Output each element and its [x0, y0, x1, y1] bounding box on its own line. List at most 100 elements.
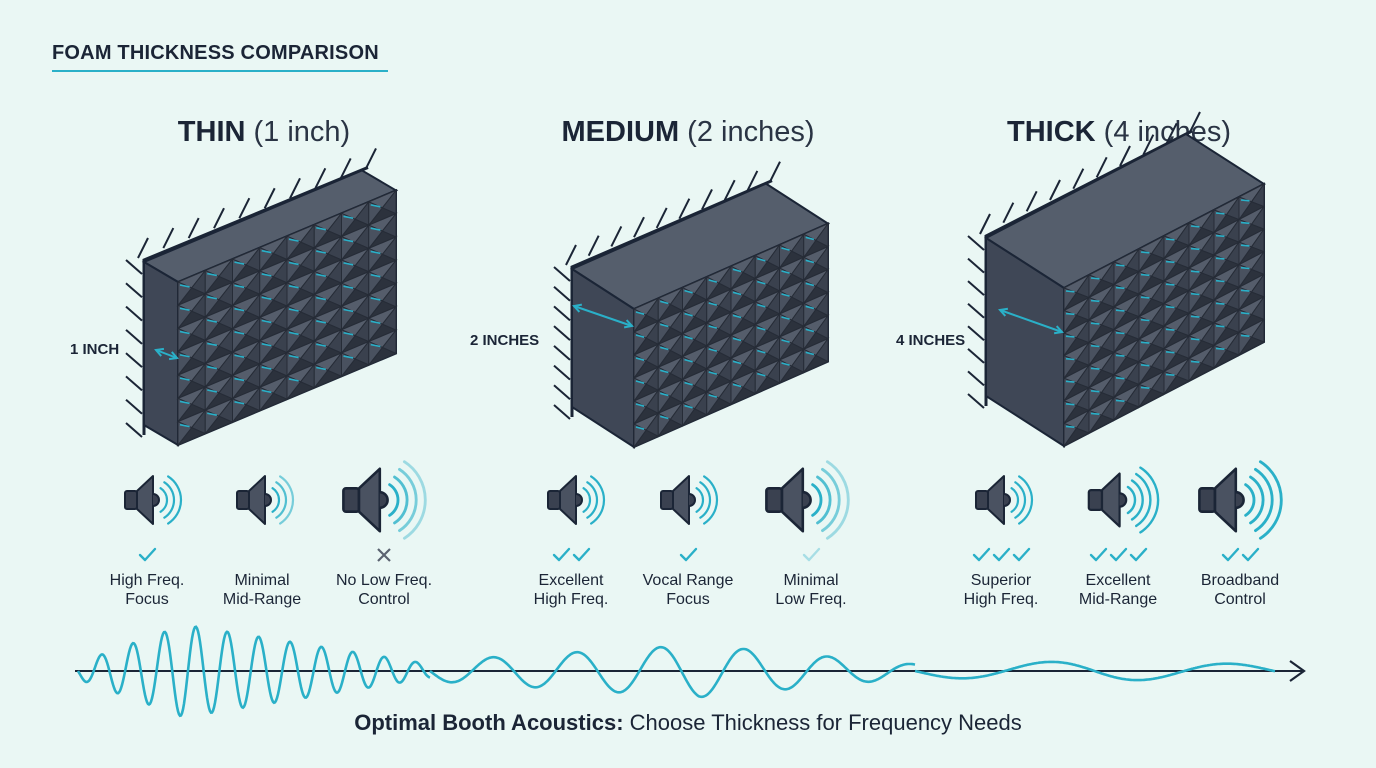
pyramid-facet	[286, 235, 302, 261]
hatch-line	[1095, 156, 1108, 178]
pyramid-highlight	[1140, 341, 1150, 344]
pyramid-facet	[368, 294, 384, 320]
pyramid-facet	[368, 224, 384, 250]
arrow-head	[1053, 325, 1064, 335]
hatch-line	[587, 235, 600, 257]
speaker-body	[1087, 488, 1104, 512]
check-icon	[972, 547, 991, 562]
pyramid-highlight	[288, 354, 299, 359]
pyramid-grid	[1062, 182, 1266, 448]
pyramid-facet	[633, 377, 647, 403]
arrow-head	[168, 351, 179, 361]
pyramid-facet	[1088, 296, 1103, 322]
low-freq-wave	[914, 660, 1276, 682]
pyramid-highlight	[316, 343, 327, 347]
pyramid-facet	[754, 346, 769, 373]
pyramid-highlight	[288, 308, 299, 312]
pyramid-facet	[779, 244, 793, 270]
pyramid-highlight	[370, 204, 381, 208]
pyramid-facet	[259, 340, 275, 366]
pyramid-highlight	[234, 261, 245, 265]
pyramid-facet	[1063, 332, 1078, 358]
pyramid-highlight	[316, 296, 327, 301]
hatch-line	[125, 398, 143, 415]
pyramid-highlight	[1240, 221, 1250, 225]
thickness-label: 4 INCHES	[896, 332, 966, 349]
hatch-line	[1049, 179, 1061, 201]
hatch-line	[967, 348, 985, 364]
speaker-icon	[547, 475, 606, 525]
speaker-body	[547, 490, 561, 510]
arrow-icon	[1289, 660, 1306, 682]
hatch-line	[967, 393, 985, 409]
pyramid-highlight	[261, 296, 272, 300]
pyramid-facet	[1163, 280, 1178, 306]
column-detail: (2 inches)	[687, 116, 815, 148]
pyramid-highlight	[1240, 266, 1250, 270]
pyramid-highlight	[1215, 325, 1225, 328]
pyramid-highlight	[343, 262, 354, 266]
pyramid-highlight	[288, 378, 299, 382]
hatch-line	[610, 226, 623, 247]
pyramid-grid	[176, 188, 398, 447]
caption-line: Mid-Range	[1078, 591, 1158, 608]
pyramid-highlight	[1165, 305, 1175, 309]
high-freq-wave	[76, 625, 431, 718]
pyramid-highlight	[1240, 244, 1250, 247]
pyramid-facet	[1138, 293, 1153, 319]
pyramid-highlight	[1065, 335, 1075, 338]
sound-wave-arc	[388, 483, 400, 517]
pyramid-facet	[368, 201, 384, 227]
pyramid-facet	[1213, 344, 1228, 370]
sound-wave-arc	[402, 460, 427, 540]
cross-icon	[377, 548, 391, 562]
pyramid-facet	[286, 328, 302, 355]
pyramid-highlight	[207, 412, 218, 416]
pyramid-highlight	[370, 273, 381, 278]
indicator-caption: Excellent High Freq.	[501, 571, 641, 609]
arrow-head	[623, 319, 634, 329]
sound-wave-arc	[1254, 467, 1274, 533]
footer-rest: Choose Thickness for Frequency Needs	[623, 710, 1022, 735]
pyramid-highlight	[207, 365, 218, 370]
caption-line: High Freq.	[533, 591, 609, 608]
pyramid-highlight	[1165, 328, 1175, 331]
check-icon	[1221, 547, 1240, 562]
pyramid-facet	[177, 281, 193, 307]
caption-line: Focus	[125, 591, 169, 608]
hatch-line	[967, 370, 985, 387]
pyramid-highlight	[1115, 286, 1125, 290]
speaker-cone	[672, 475, 690, 525]
pyramid-highlight	[1140, 364, 1150, 367]
pyramid-highlight	[207, 296, 218, 300]
pyramid-highlight	[179, 377, 190, 381]
pyramid-facet	[1138, 361, 1153, 387]
pyramid-facet	[232, 398, 247, 424]
pyramid-highlight	[805, 282, 815, 287]
pyramid-facet	[204, 293, 220, 319]
pyramid-highlight	[660, 300, 669, 305]
pyramid-facet	[177, 351, 193, 377]
pyramid-highlight	[757, 349, 766, 354]
hatch-line	[125, 422, 143, 438]
pyramid-highlight	[757, 326, 766, 331]
caption-line: Minimal	[234, 572, 290, 589]
speaker-body	[765, 487, 784, 513]
pyramid-facet	[1163, 325, 1178, 351]
speaker-dome	[1119, 492, 1128, 508]
pyramid-highlight	[708, 371, 718, 375]
pyramid-facet	[1113, 374, 1128, 400]
pyramid-facet	[779, 267, 793, 293]
arrow-head	[998, 307, 1009, 317]
pyramid-facet	[232, 374, 247, 401]
pyramid-highlight	[288, 238, 299, 242]
pyramid-facet	[730, 334, 744, 360]
pyramid-highlight	[1165, 373, 1175, 377]
sound-wave-arc	[1014, 481, 1027, 519]
column-name: MEDIUM	[561, 116, 680, 148]
speaker-cone	[987, 475, 1005, 525]
pyramid-facet	[1138, 248, 1153, 274]
speaker-cone	[559, 475, 577, 525]
caption-line: Control	[358, 591, 410, 608]
sound-wave-arc	[1126, 485, 1137, 515]
